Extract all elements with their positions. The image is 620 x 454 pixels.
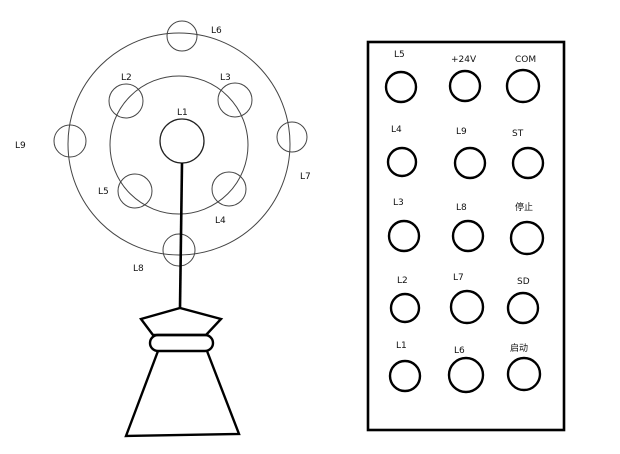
- terminal-l3: [387, 219, 421, 253]
- terminal-l2: [389, 292, 421, 324]
- base-cap: [138, 306, 224, 337]
- label-l2: L2: [121, 73, 132, 83]
- terminal-label-l8: L8: [456, 203, 467, 213]
- inner-ring: [109, 75, 249, 215]
- terminal-label-l9: L9: [456, 127, 467, 137]
- lamp-pole: [178, 162, 184, 309]
- label-l7: L7: [300, 172, 311, 182]
- label-l3: L3: [220, 73, 231, 83]
- terminal-label-24v: +24V: [451, 55, 477, 65]
- terminal-24v: [448, 69, 482, 103]
- terminal-l5: [384, 70, 418, 104]
- terminal-start: [506, 356, 542, 392]
- lamp-l7: [276, 121, 308, 153]
- terminal-l1: [388, 359, 422, 393]
- terminal-label-stop: 停止: [515, 201, 533, 213]
- lamp-l5: [117, 173, 153, 209]
- label-l4: L4: [215, 216, 226, 226]
- terminal-label-l3: L3: [393, 198, 404, 208]
- terminal-label-l6: L6: [454, 346, 465, 356]
- terminal-grid: L5 +24V COM L4 L9 ST L3 L8 停止 L2 L7 SD L…: [384, 50, 545, 394]
- terminal-label-l4: L4: [391, 125, 402, 135]
- lamp-l4: [211, 171, 247, 207]
- base-stand: [124, 350, 241, 438]
- terminal-label-com: COM: [515, 55, 536, 65]
- terminal-label-start: 启动: [510, 342, 528, 354]
- terminal-label-sd: SD: [517, 277, 530, 287]
- lamp-l9: [53, 124, 87, 158]
- terminal-l9: [453, 146, 487, 180]
- terminal-l7: [449, 289, 485, 325]
- terminal-l8: [451, 219, 485, 253]
- lamp-l6: [166, 20, 198, 52]
- terminal-l6: [447, 356, 485, 394]
- label-l9: L9: [15, 141, 26, 151]
- terminal-label-l7: L7: [453, 273, 464, 283]
- terminal-l4: [386, 146, 418, 178]
- terminal-label-l5: L5: [394, 50, 405, 60]
- lamp-l8: [162, 233, 196, 267]
- lamp-l3: [217, 82, 253, 118]
- lamp-l2: [108, 83, 144, 119]
- lamp-ring-assembly: L6 L2 L3 L1 L9 L7 L5 L4 L8: [15, 20, 311, 438]
- terminal-label-st: ST: [512, 129, 524, 139]
- label-l1: L1: [177, 108, 188, 118]
- terminal-label-l2: L2: [397, 276, 408, 286]
- base-collar: [148, 333, 215, 353]
- label-l8: L8: [133, 264, 144, 274]
- terminal-panel: [366, 40, 566, 432]
- terminal-label-l1: L1: [396, 341, 407, 351]
- outer-ring: [67, 32, 291, 256]
- label-l5: L5: [98, 187, 109, 197]
- terminal-st: [511, 146, 545, 180]
- terminal-com: [505, 68, 541, 104]
- terminal-sd: [506, 291, 540, 325]
- label-l6: L6: [211, 26, 222, 36]
- lamp-l1: [159, 118, 205, 164]
- terminal-stop: [509, 220, 545, 256]
